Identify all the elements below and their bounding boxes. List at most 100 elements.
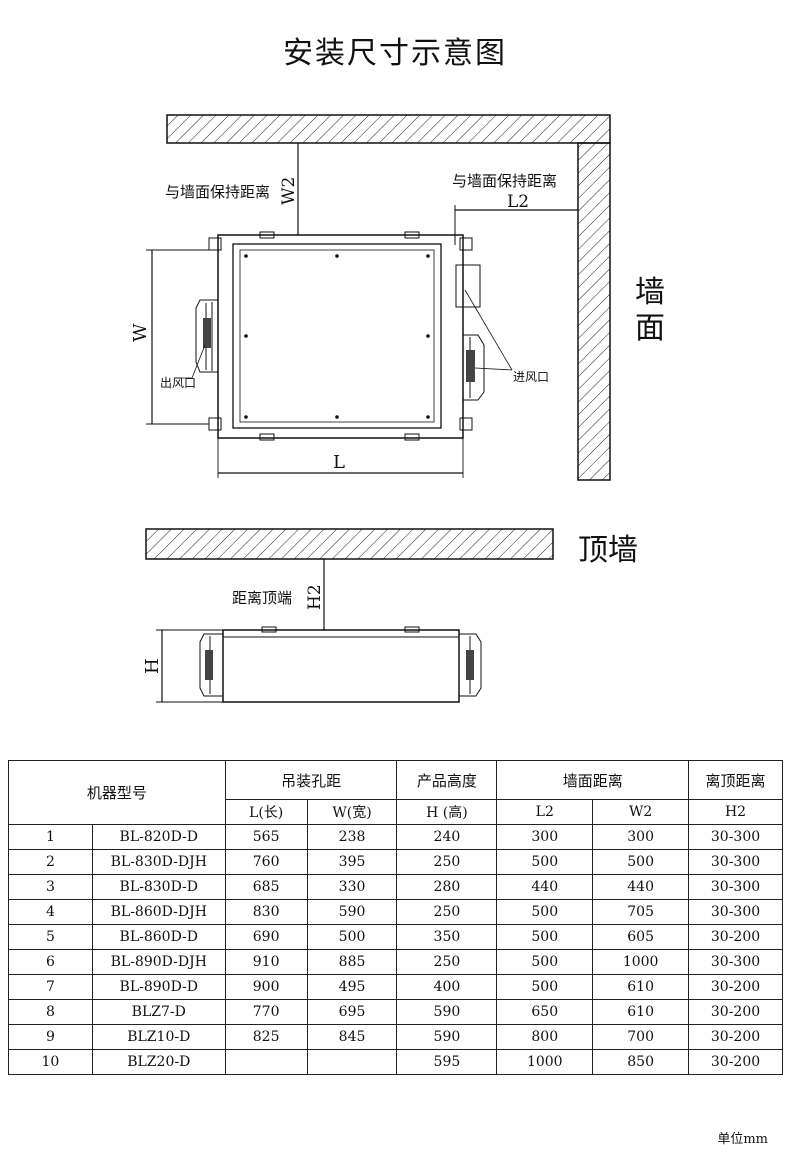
table-cell: 30-300: [688, 874, 783, 900]
table-cell: 30-200: [688, 974, 783, 1000]
table-cell: 565: [224, 824, 308, 850]
table-cell: BL-890D-DJH: [91, 949, 226, 975]
wall-label-char-2: 面: [635, 311, 665, 346]
h2-label: H2: [305, 584, 325, 610]
table-cell: 4: [8, 899, 93, 925]
unit-note: 单位mm: [717, 1132, 768, 1147]
table-cell: BL-860D-DJH: [91, 899, 226, 925]
table-cell: 395: [306, 849, 398, 875]
table-cell: BLZ20-D: [91, 1049, 226, 1075]
table-cell: BL-830D-DJH: [91, 849, 226, 875]
table-cell: 3: [8, 874, 93, 900]
table-cell: 900: [224, 974, 308, 1000]
table-cell: 30-300: [688, 899, 783, 925]
table-cell: 1000: [592, 949, 690, 975]
wall-label-char-1: 墙: [635, 275, 665, 310]
table-cell: 830: [224, 899, 308, 925]
table-cell: 8: [8, 999, 93, 1025]
table-cell: 695: [306, 999, 398, 1025]
table-cell: 5: [8, 924, 93, 950]
inlet-label: 进风口: [513, 370, 549, 384]
table-cell: 30-200: [688, 924, 783, 950]
table-cell: 605: [592, 924, 690, 950]
table-cell: 610: [592, 999, 690, 1025]
table-cell: 770: [224, 999, 308, 1025]
table-cell: BL-830D-D: [91, 874, 226, 900]
table-cell: 1000: [496, 1049, 594, 1075]
table-cell: [224, 1049, 308, 1075]
table-cell: 690: [224, 924, 308, 950]
table-cell: 250: [396, 899, 498, 925]
table-cell: 610: [592, 974, 690, 1000]
table-cell: 825: [224, 1024, 308, 1050]
table-cell: 590: [396, 999, 498, 1025]
table-cell: BLZ10-D: [91, 1024, 226, 1050]
table-cell: 685: [224, 874, 308, 900]
w-label: W: [130, 323, 151, 342]
table-cell: 705: [592, 899, 690, 925]
table-cell: 500: [496, 899, 594, 925]
table-cell: 440: [592, 874, 690, 900]
table-cell: 845: [306, 1024, 398, 1050]
table-cell: 590: [306, 899, 398, 925]
table-cell: 595: [396, 1049, 498, 1075]
table-cell: 500: [592, 849, 690, 875]
sub-header-w2: W2: [592, 799, 690, 825]
page-title: 安装尺寸示意图: [283, 36, 507, 71]
unit-side-view: [199, 626, 482, 703]
wall-distance-header: 墙面距离: [496, 760, 690, 800]
corner-wall: [166, 114, 611, 481]
table-cell: 760: [224, 849, 308, 875]
table-cell: 6: [8, 949, 93, 975]
table-cell: BL-860D-D: [91, 924, 226, 950]
table-cell: 500: [496, 974, 594, 1000]
table-cell: 850: [592, 1049, 690, 1075]
table-cell: 9: [8, 1024, 93, 1050]
table-cell: 700: [592, 1024, 690, 1050]
table-cell: 30-200: [688, 1024, 783, 1050]
table-cell: 10: [8, 1049, 93, 1075]
sub-header-l2: L2: [496, 799, 594, 825]
top-distance-header: 离顶距离: [688, 760, 783, 800]
l2-label: L2: [507, 192, 529, 212]
table-cell: 330: [306, 874, 398, 900]
table-cell: 800: [496, 1024, 594, 1050]
table-cell: 910: [224, 949, 308, 975]
unit-top-view: [208, 231, 473, 441]
spec-table: 机器型号 吊装孔距 产品高度 墙面距离 离顶距离 L(长) W(宽) H (高)…: [8, 760, 783, 1075]
table-cell: 500: [306, 924, 398, 950]
air-inlet-top: [455, 264, 485, 401]
table-cell: 2: [8, 849, 93, 875]
table-cell: 500: [496, 849, 594, 875]
table-cell: BL-890D-D: [91, 974, 226, 1000]
table-cell: 250: [396, 949, 498, 975]
table-cell: 30-200: [688, 1049, 783, 1075]
table-cell: 238: [306, 824, 398, 850]
w2-gap-label: 与墙面保持距离: [165, 183, 270, 201]
table-cell: 1: [8, 824, 93, 850]
sub-header-h: H (高): [396, 799, 498, 825]
table-cell: 240: [396, 824, 498, 850]
table-cell: 7: [8, 974, 93, 1000]
table-cell: 300: [592, 824, 690, 850]
sub-header-l: L(长): [224, 799, 308, 825]
table-cell: 500: [496, 949, 594, 975]
table-cell: BL-820D-D: [91, 824, 226, 850]
sub-header-h2: H2: [688, 799, 783, 825]
table-cell: 350: [396, 924, 498, 950]
table-cell: 495: [306, 974, 398, 1000]
table-cell: 300: [496, 824, 594, 850]
table-cell: 30-200: [688, 999, 783, 1025]
w2-label: W2: [279, 177, 299, 205]
